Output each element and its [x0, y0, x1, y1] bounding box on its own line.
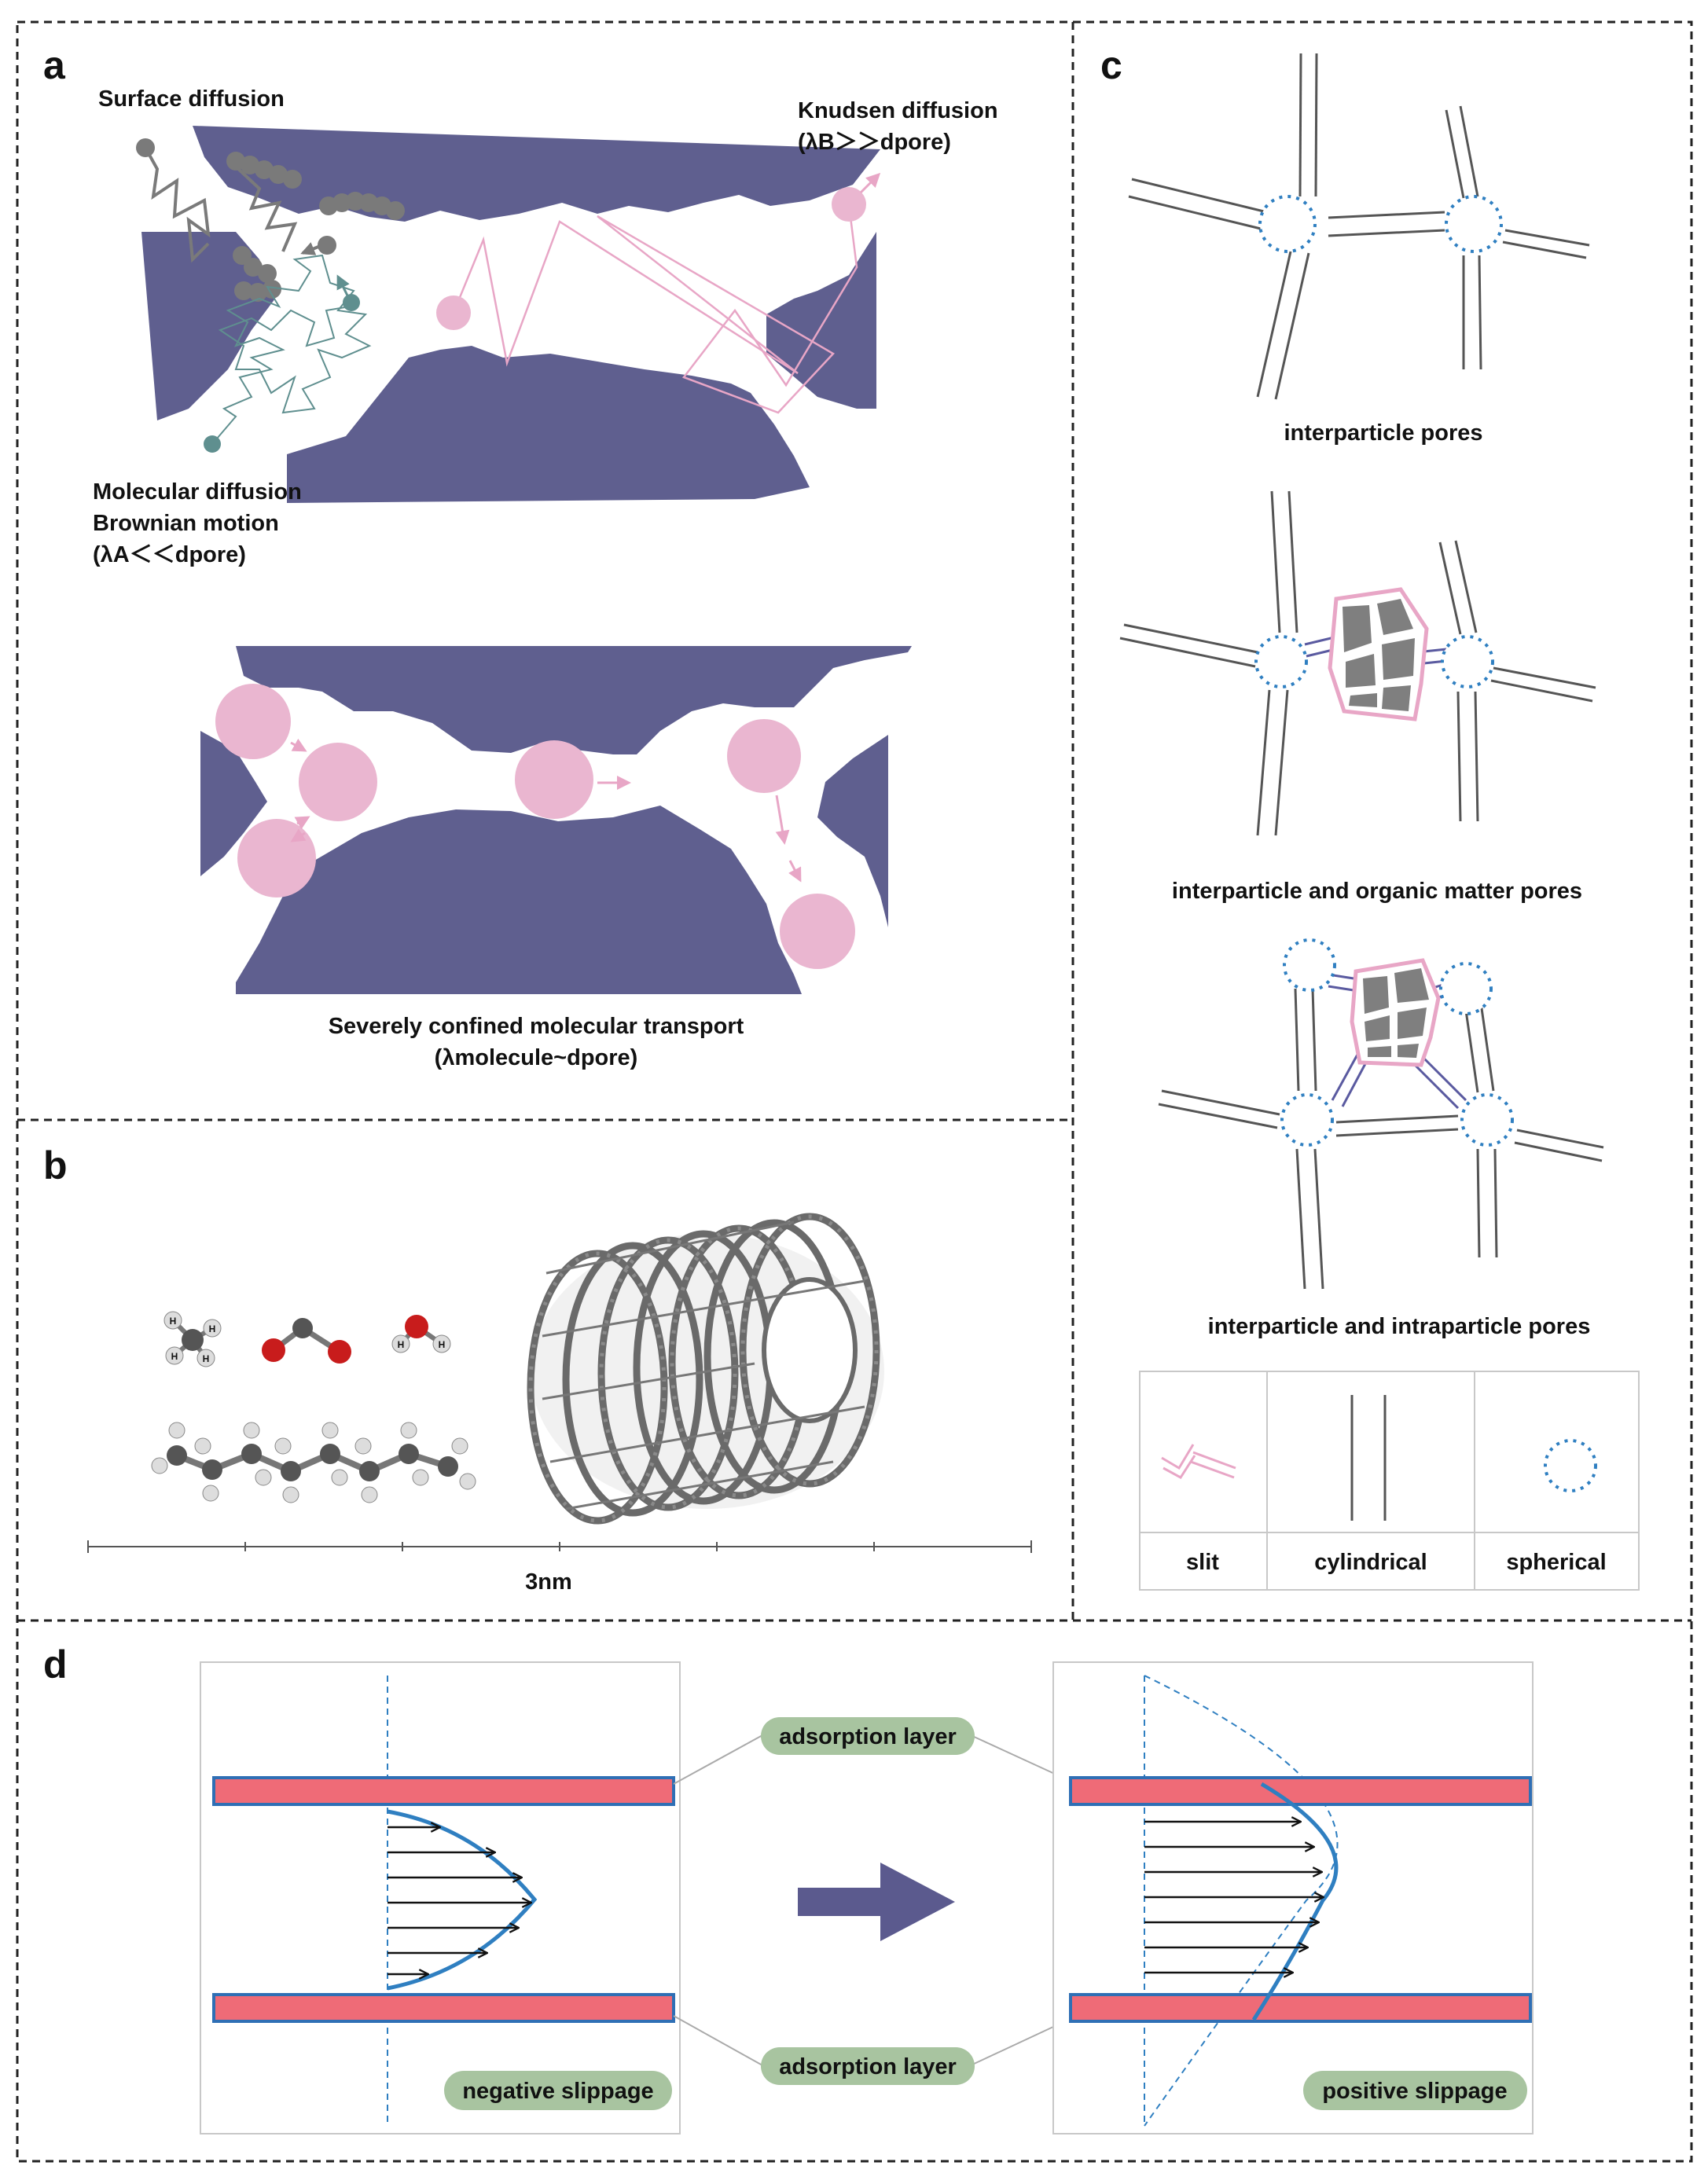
negative-slippage-label: negative slippage [462, 2079, 653, 2104]
scale-label: 3nm [525, 1569, 572, 1595]
h-label: H [439, 1339, 446, 1350]
confined-rock-bottom-left [236, 806, 802, 994]
positive-slippage-badge [1303, 2071, 1527, 2110]
h-label: H [203, 1353, 210, 1364]
organic-matter-pores-diagram [1119, 490, 1596, 836]
rock-left [141, 232, 275, 420]
label-organic-matter: interparticle and organic matter pores [1172, 879, 1582, 904]
h-label: H [170, 1316, 177, 1327]
knudsen-path [452, 204, 858, 414]
label-surface-diffusion: Surface diffusion [98, 86, 285, 112]
positive-slippage-label: positive slippage [1322, 2079, 1507, 2104]
surface-arrow [300, 242, 323, 255]
spherical-icon [1544, 1439, 1597, 1492]
knudsen-end [832, 187, 866, 222]
label-knudsen-1: Knudsen diffusion [798, 98, 998, 123]
molecular-diffusion-path [211, 254, 372, 445]
label-molecular-1: Molecular diffusion [93, 479, 302, 505]
velocity-arrows-negative [388, 1827, 531, 1974]
confined-rock-left [200, 731, 267, 876]
panel-b-letter: b [43, 1143, 68, 1187]
intraparticle-particle [1350, 958, 1441, 1067]
methane-molecule: H H H H [163, 1311, 222, 1367]
rock-bottom [287, 346, 810, 503]
adsorption-label-top: adsorption layer [779, 1724, 957, 1749]
label-interparticle: interparticle pores [1284, 420, 1482, 446]
panel-frames [16, 20, 1693, 2163]
panel-d: d negative slippage adsorption layer ad [43, 1643, 1534, 2134]
pore-rock-top [141, 126, 880, 503]
legend-spherical: spherical [1506, 1550, 1606, 1575]
confined-rock-top [236, 646, 912, 754]
brownian-start [204, 435, 221, 453]
transition-arrow [798, 1863, 955, 1941]
legend-cylindrical: cylindrical [1314, 1550, 1427, 1575]
wall-bottom [212, 1993, 675, 2023]
adsorption-label-bottom: adsorption layer [779, 2054, 957, 2079]
wall-bottom [1069, 1993, 1532, 2023]
panel-c: c interparticle pores [1100, 43, 1640, 1591]
spherical-pore [1254, 635, 1308, 688]
pore-rock-bottom [200, 646, 912, 994]
organic-matter-particle [1328, 587, 1429, 721]
co2-molecule [262, 1318, 351, 1364]
wall-top [212, 1776, 675, 1806]
rock-right [766, 232, 876, 409]
surface-diffusion-beads [136, 138, 405, 302]
slit-icon [1161, 1444, 1236, 1479]
pore-type-legend: slit cylindrical spherical [1139, 1371, 1640, 1591]
knudsen-start [436, 295, 471, 330]
legend-slit: slit [1186, 1550, 1219, 1575]
h-label: H [398, 1339, 405, 1350]
interparticle-pores-diagram [1128, 53, 1590, 400]
confined-molecules [215, 684, 855, 969]
panel-a: a [43, 43, 998, 1070]
panel-c-letter: c [1100, 43, 1122, 87]
cylindrical-icon [1350, 1395, 1387, 1521]
alkane-chain [151, 1422, 476, 1503]
spherical-pore [1439, 962, 1493, 1015]
confined-rock-right [817, 735, 888, 927]
wall-top [1069, 1776, 1532, 1806]
brownian-end [343, 294, 360, 311]
carbon-nanotube [527, 1213, 884, 1525]
confined-arrows [290, 738, 802, 883]
spherical-pore [1283, 938, 1336, 992]
adsorption-badge-top [761, 1717, 975, 1755]
panel-d-letter: d [43, 1643, 68, 1687]
adsorption-badge-bottom [761, 2047, 975, 2085]
spherical-pore [1460, 1093, 1514, 1147]
negative-slippage-badge [444, 2071, 672, 2110]
intraparticle-pores-diagram [1158, 973, 1604, 1290]
label-confined-1: Severely confined molecular transport [329, 1014, 744, 1039]
panel-a-letter: a [43, 43, 66, 87]
label-molecular-3: (λA＜＜dpore) [93, 542, 246, 567]
h-label: H [209, 1323, 216, 1334]
panel-b: b H H H H H H [43, 1143, 1032, 1595]
velocity-arrows-positive [1144, 1822, 1324, 1973]
label-knudsen-2: (λB＞＞dpore) [798, 130, 951, 155]
spherical-pore [1280, 1093, 1334, 1147]
negative-slippage-box [200, 1661, 681, 2134]
label-molecular-2: Brownian motion [93, 511, 279, 536]
brownian-arrow [336, 274, 350, 298]
surface-diffusion-path [144, 147, 298, 263]
scale-bar [87, 1540, 1032, 1553]
outer-frame [16, 20, 1693, 2163]
knudsen-arrow [859, 172, 881, 194]
spherical-pore [1445, 195, 1503, 253]
h-label: H [171, 1351, 178, 1362]
label-intraparticle: interparticle and intraparticle pores [1208, 1314, 1591, 1339]
water-molecule: H H [391, 1315, 451, 1353]
label-confined-2: (λmolecule~dpore) [435, 1045, 638, 1070]
spherical-pore [1441, 635, 1494, 688]
spherical-pore [1258, 195, 1317, 253]
